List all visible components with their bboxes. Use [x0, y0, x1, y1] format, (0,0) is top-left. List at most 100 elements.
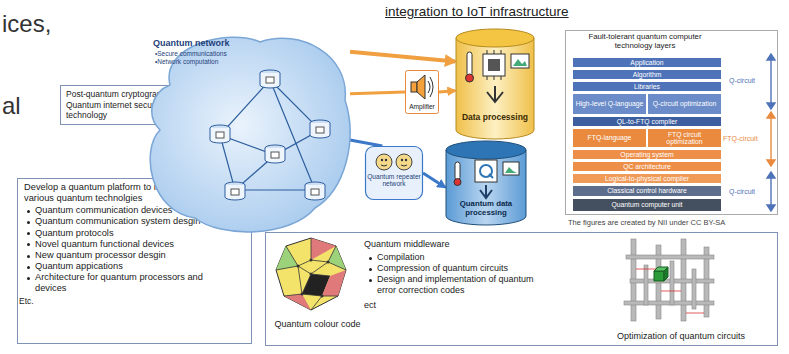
node-text: Quantum communication system desgin: [24, 216, 205, 227]
node-text: •Secure communications: [155, 50, 265, 57]
label-text: ices,: [2, 10, 51, 38]
node-text: Architecture for quantum processors and …: [24, 272, 205, 294]
layer-band: FTQ-language: [572, 128, 647, 148]
drawing-part: [626, 255, 714, 259]
drawing-part: [305, 185, 325, 200]
drawing-part: [654, 271, 664, 281]
connector: [350, 140, 382, 146]
layer-band: Quantum computer unit: [572, 198, 722, 212]
label-text: al: [2, 92, 21, 120]
drawing-part: [265, 145, 285, 163]
drawing-part: [664, 267, 668, 281]
drawing-part: [260, 70, 280, 88]
drawing-part: [311, 189, 319, 195]
drawing-part: [503, 162, 519, 175]
drawing-part: [487, 86, 503, 102]
node-text: Quantum protocols: [24, 228, 205, 239]
node-text: Compilation: [366, 252, 577, 262]
drawing-part: [466, 74, 474, 82]
drawing-part: [501, 50, 502, 54]
drawing-part: [686, 313, 704, 314]
drawing-part: [276, 238, 346, 310]
drawing-part: [225, 182, 245, 200]
drawing-part: [501, 76, 502, 80]
drawing-part: [670, 261, 674, 305]
drawing-part: [654, 267, 668, 281]
drawing-part: [210, 125, 230, 143]
node-text: New quantum processor desgin: [24, 250, 205, 261]
node-text: ect: [364, 300, 404, 310]
drawing-part: [494, 76, 495, 80]
node-text: FTQ circuit optimization: [648, 131, 721, 145]
node-text: Fault-tolerant quantum computer technolo…: [570, 33, 720, 51]
drawing-part: [274, 236, 348, 312]
layer-band: Classical control hardware: [572, 185, 722, 197]
drawing-part: [276, 238, 346, 310]
drawing-part: [644, 265, 648, 305]
drawing-part: [624, 301, 714, 305]
layer-band: Algorithm: [572, 69, 722, 80]
drawing-part: [310, 120, 330, 138]
drawing-part: [411, 82, 417, 92]
drawing-part: [301, 293, 304, 296]
node-text: Amplifier: [405, 103, 439, 110]
diagram-node: Fault-tolerant quantum computer technolo…: [565, 30, 778, 215]
drawing-part: [456, 29, 534, 47]
drawing-part: [406, 71, 439, 114]
drawing-part: [266, 77, 274, 83]
node-text: Algorithm: [631, 71, 664, 78]
drawing-part: [405, 159, 407, 161]
node-text: Quantum middleware: [364, 239, 564, 249]
diagram-node: Data processing: [455, 28, 535, 140]
node-text: FTQ-language: [586, 134, 634, 141]
drawing-part: [327, 261, 330, 264]
drawing-part: [692, 269, 696, 309]
drawing-part: [297, 259, 330, 298]
drawing-part: [624, 239, 714, 321]
node-text: Quantum data processing: [447, 200, 525, 217]
drawing-part: [231, 189, 239, 195]
node-text: Optimization of quantum circuits: [596, 331, 766, 341]
drawing-part: [225, 185, 245, 200]
node-text: High-level Q-language: [574, 100, 646, 107]
node-text: Quantum colour code: [270, 319, 365, 329]
drawing-part: [376, 154, 392, 170]
drawing-part: [770, 178, 771, 205]
drawing-part: [310, 123, 330, 138]
drawing-part: [322, 270, 346, 296]
drawing-part: [305, 182, 325, 200]
drawing-part: [505, 167, 517, 173]
drawing-part: [284, 294, 311, 310]
drawing-part: [455, 28, 535, 140]
layer-band: Operating system: [572, 149, 722, 160]
layer-band: FTQ circuit optimization: [647, 128, 722, 148]
drawing-part: [487, 50, 488, 54]
drawing-part: [316, 127, 324, 133]
node-text: Quantum repeater network: [367, 173, 421, 188]
drawing-part: [467, 52, 472, 76]
node-text: Compression of quantum circuits: [366, 263, 577, 273]
drawing-part: [446, 141, 526, 159]
drawing-part: [770, 60, 771, 103]
label-text: Q-circuit: [729, 77, 769, 84]
layer-band: Libraries: [572, 81, 722, 92]
drawing-part: [661, 291, 681, 292]
drawing-part: [511, 54, 529, 68]
drawing-part: [220, 80, 320, 190]
drawing-part: [216, 132, 224, 138]
drawing-part: [366, 147, 423, 200]
drawing-part: [636, 269, 656, 270]
node-text: Application: [628, 59, 665, 66]
layer-band: QC architecture: [572, 161, 722, 172]
node-text: Quantum computer unit: [609, 201, 684, 208]
node-text: QC architecture: [621, 163, 673, 170]
connector: [439, 91, 455, 92]
drawing-part: [381, 159, 383, 161]
drawing-part: [475, 160, 497, 182]
connector: [350, 92, 405, 94]
node-text: Operating system: [618, 151, 675, 158]
label-text: Q-circuit: [729, 188, 769, 195]
drawing-part: [271, 152, 279, 158]
node-text: Data processing: [455, 112, 535, 122]
